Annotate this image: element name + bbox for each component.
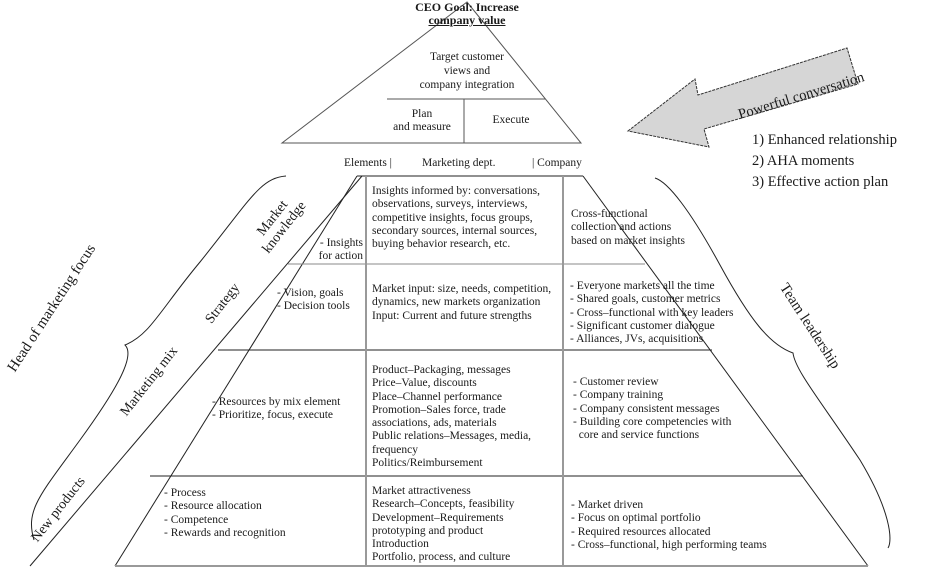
cell-line: Promotion–Sales force, trade [372,403,506,416]
plan-label-line2: and measure [393,121,451,133]
element-item: - Resource allocation [164,500,262,513]
cell-line: core and service functions [573,429,700,442]
marketing-cell-market-knowledge: Insights informed by: conversations, obs… [372,185,540,251]
cell-line: - Company training [573,389,664,402]
marketing-cell-marketing-mix: Product–Packaging, messages Price–Value,… [372,364,531,470]
cell-line: - Everyone markets all the time [570,280,715,292]
cell-line: Politics/Reimbursement [372,457,483,470]
arrow-shape [626,47,859,148]
cell-line: - Significant customer dialogue [570,319,715,332]
cell-line: prototyping and product [372,524,484,537]
element-item: - Resources by mix element [212,396,341,408]
column-header-marketing: Marketing dept. [422,157,496,169]
ceo-goal-line1: CEO Goal: Increase [415,0,519,14]
target-customer-line3: company integration [419,79,515,91]
company-cell-strategy: - Everyone markets all the time - Shared… [570,280,734,346]
inner-diagonal [29,175,363,567]
company-cell-market-knowledge: Cross-functional collection and actions … [571,208,685,248]
cell-line: - Building core competencies with [573,415,732,428]
cell-line: Place–Channel performance [372,390,502,403]
row-items-strategy: - Vision, goals - Decision tools [277,287,350,314]
row-items-new-products: - Process - Resource allocation - Compet… [164,487,286,540]
outcome-item: 3) Effective action plan [752,174,889,190]
top-pyramid-outline [280,1,583,144]
marketing-cell-strategy: Market input: size, needs, competition, … [372,283,551,323]
company-cell-new-products: - Market driven - Focus on optimal portf… [571,499,767,552]
cell-line: dynamics, new markets organization [372,296,541,309]
row-items-market-knowledge: - Insights for action [313,237,363,264]
cell-line: Development–Requirements [372,511,504,524]
outcome-item: 1) Enhanced relationship [752,132,897,148]
cell-line: - Customer review [573,376,659,388]
element-item: - Competence [164,513,229,526]
right-edge [582,175,869,567]
element-item: - Rewards and recognition [164,526,286,539]
cell-line: - Focus on optimal portfolio [571,512,701,525]
element-item: - Vision, goals [277,287,344,299]
outcomes-list: 1) Enhanced relationship 2) AHA moments … [752,130,897,193]
cell-line: - Required resources allocated [571,525,711,538]
ceo-goal-line2: company value [428,13,506,27]
cell-line: - Shared goals, customer metrics [570,293,721,306]
company-cell-marketing-mix: - Customer review - Company training - C… [573,376,731,442]
cell-line: - Alliances, JVs, acquisitions [570,333,704,346]
cell-line: Introduction [372,538,429,551]
cell-line: observations, surveys, interviews, [372,198,528,211]
cell-line: Cross-functional [571,208,648,220]
target-customer-line2: views and [443,65,491,77]
cell-line: Input: Current and future strengths [372,309,532,322]
element-item: - Process [164,487,206,499]
outcome-item: 2) AHA moments [752,153,855,169]
main-pyramid [29,175,869,567]
cell-line: based on market insights [571,234,686,247]
column-header-company: | Company [532,157,582,169]
cell-line: collection and actions [571,221,672,234]
cell-line: Insights informed by: conversations, [372,185,541,197]
element-item: - Insights [319,237,363,249]
column-header-elements: Elements | [344,157,392,169]
execute-label: Execute [492,114,530,126]
cell-line: buying behavior research, etc. [372,238,511,251]
cell-line: - Cross–functional, high performing team… [571,538,767,551]
cell-line: frequency [372,443,418,456]
marketing-cell-new-products: Market attractiveness Research–Concepts,… [372,485,514,565]
cell-line: - Cross–functional with key leaders [570,306,734,319]
cell-line: - Market driven [571,499,644,511]
cell-line: Research–Concepts, feasibility [372,498,515,511]
left-edge [114,175,358,567]
top-pyramid [280,1,583,144]
element-item: - Prioritize, focus, execute [212,409,334,422]
cell-line: secondary sources, internal sources, [372,224,538,237]
element-item: - Decision tools [277,300,350,313]
cell-line: competitive insights, focus groups, [372,211,533,224]
cell-line: Price–Value, discounts [372,377,477,390]
cell-line: Market attractiveness [372,485,471,497]
row-items-marketing-mix: - Resources by mix element - Prioritize,… [212,396,340,423]
cell-line: Market input: size, needs, competition, [372,283,552,295]
cell-line: Public relations–Messages, media, [372,430,532,443]
left-brace [30,175,287,541]
target-customer-line1: Target customer [429,51,505,63]
right-brace [654,177,891,549]
cell-line: Product–Packaging, messages [372,364,511,376]
cell-line: associations, ads, materials [372,417,497,430]
plan-label-line1: Plan [411,108,433,120]
cell-line: Portfolio, process, and culture [372,551,511,564]
cell-line: - Company consistent messages [573,402,720,415]
element-item: for action [318,250,363,263]
